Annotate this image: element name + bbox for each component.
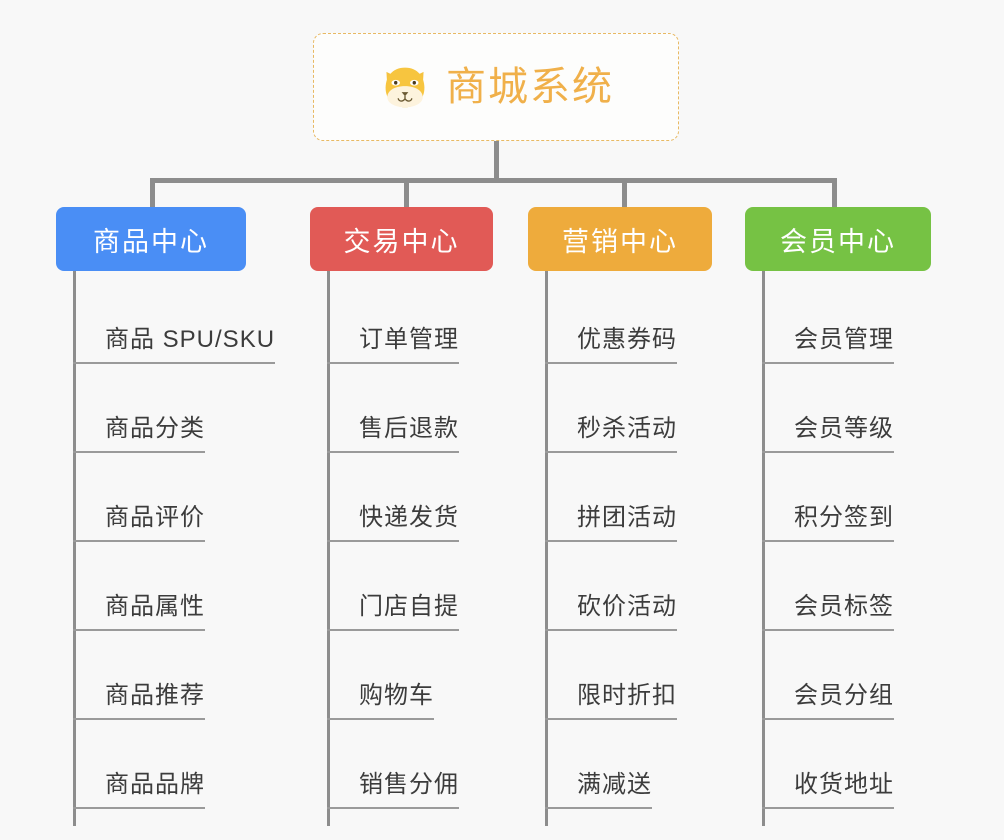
leaf-label: 砍价活动: [545, 593, 677, 631]
leaf-label: 会员等级: [762, 415, 894, 453]
connector-trunk-marketing-center: [545, 271, 548, 826]
root-node-shop-system[interactable]: 商城系统: [313, 33, 679, 141]
leaf-list-trade-center: 订单管理 售后退款 快递发货 门店自提 购物车 销售分佣: [310, 271, 493, 826]
category-label: 会员中心: [780, 226, 896, 257]
leaf-label: 销售分佣: [327, 771, 459, 809]
leaf-label: 商品评价: [73, 504, 205, 542]
connector-trunk-product-center: [73, 271, 76, 826]
category-label: 交易中心: [343, 226, 460, 257]
leaf-item[interactable]: 订单管理: [327, 275, 493, 364]
leaf-label: 满减送: [545, 771, 652, 809]
category-header-trade-center[interactable]: 交易中心: [310, 207, 493, 271]
leaf-label: 会员管理: [762, 326, 894, 364]
leaf-label: 快递发货: [327, 504, 459, 542]
category-label: 商品中心: [93, 226, 209, 257]
shiba-dog-icon: [378, 60, 432, 114]
leaf-label: 限时折扣: [545, 682, 677, 720]
leaf-item[interactable]: 商品品牌: [73, 720, 275, 809]
category-header-marketing-center[interactable]: 营销中心: [528, 207, 712, 271]
leaf-label: 商品品牌: [73, 771, 205, 809]
leaf-item[interactable]: 门店自提: [327, 542, 493, 631]
leaf-item[interactable]: 商品推荐: [73, 631, 275, 720]
leaf-label: 售后退款: [327, 415, 459, 453]
leaf-item[interactable]: 商品属性: [73, 542, 275, 631]
leaf-label: 会员标签: [762, 593, 894, 631]
connector-horizontal-bus: [150, 178, 837, 183]
category-label: 营销中心: [562, 226, 678, 257]
leaf-label: 商品推荐: [73, 682, 205, 720]
leaf-label: 商品属性: [73, 593, 205, 631]
branch-marketing-center: 营销中心 优惠券码 秒杀活动 拼团活动 砍价活动 限时折扣 满减送: [528, 207, 712, 826]
leaf-label: 秒杀活动: [545, 415, 677, 453]
leaf-item[interactable]: 砍价活动: [545, 542, 712, 631]
category-header-product-center[interactable]: 商品中心: [56, 207, 246, 271]
leaf-item[interactable]: 商品 SPU/SKU: [73, 275, 276, 364]
leaf-item[interactable]: 销售分佣: [327, 720, 493, 809]
leaf-label: 优惠券码: [545, 326, 677, 364]
leaf-label: 购物车: [327, 682, 434, 720]
leaf-item[interactable]: 限时折扣: [545, 631, 712, 720]
leaf-item[interactable]: 会员管理: [762, 275, 931, 364]
leaf-label: 商品分类: [73, 415, 205, 453]
leaf-item[interactable]: 会员等级: [762, 364, 931, 453]
branch-member-center: 会员中心 会员管理 会员等级 积分签到 会员标签 会员分组 收货地址: [745, 207, 931, 826]
leaf-label: 会员分组: [762, 682, 894, 720]
leaf-label: 积分签到: [762, 504, 894, 542]
leaf-list-product-center: 商品 SPU/SKU 商品分类 商品评价 商品属性 商品推荐 商品品牌: [56, 271, 276, 826]
leaf-label: 订单管理: [327, 326, 459, 364]
branch-trade-center: 交易中心 订单管理 售后退款 快递发货 门店自提 购物车 销售分佣: [310, 207, 493, 826]
connector-root-stem: [494, 141, 499, 181]
connector-drop-member-center: [832, 178, 837, 207]
leaf-item[interactable]: 会员分组: [762, 631, 931, 720]
leaf-item[interactable]: 会员标签: [762, 542, 931, 631]
leaf-list-marketing-center: 优惠券码 秒杀活动 拼团活动 砍价活动 限时折扣 满减送: [528, 271, 712, 826]
leaf-item[interactable]: 售后退款: [327, 364, 493, 453]
leaf-label: 收货地址: [762, 771, 894, 809]
root-title: 商城系统: [446, 65, 614, 109]
connector-trunk-trade-center: [327, 271, 330, 826]
leaf-item[interactable]: 快递发货: [327, 453, 493, 542]
connector-trunk-member-center: [762, 271, 765, 826]
leaf-item[interactable]: 积分签到: [762, 453, 931, 542]
leaf-item[interactable]: 秒杀活动: [545, 364, 712, 453]
leaf-item[interactable]: 拼团活动: [545, 453, 712, 542]
leaf-list-member-center: 会员管理 会员等级 积分签到 会员标签 会员分组 收货地址: [745, 271, 931, 826]
connector-drop-product-center: [150, 178, 155, 207]
leaf-item[interactable]: 购物车: [327, 631, 493, 720]
leaf-item[interactable]: 商品评价: [73, 453, 275, 542]
leaf-item[interactable]: 商品分类: [73, 364, 275, 453]
leaf-label: 门店自提: [327, 593, 459, 631]
branch-product-center: 商品中心 商品 SPU/SKU 商品分类 商品评价 商品属性 商品推荐 商品品牌: [56, 207, 276, 826]
leaf-label: 拼团活动: [545, 504, 677, 542]
connector-drop-trade-center: [404, 178, 409, 207]
leaf-item[interactable]: 满减送: [545, 720, 712, 809]
leaf-label: 商品 SPU/SKU: [73, 326, 276, 364]
leaf-item[interactable]: 收货地址: [762, 720, 931, 809]
category-header-member-center[interactable]: 会员中心: [745, 207, 931, 271]
connector-drop-marketing-center: [622, 178, 627, 207]
leaf-item[interactable]: 优惠券码: [545, 275, 712, 364]
